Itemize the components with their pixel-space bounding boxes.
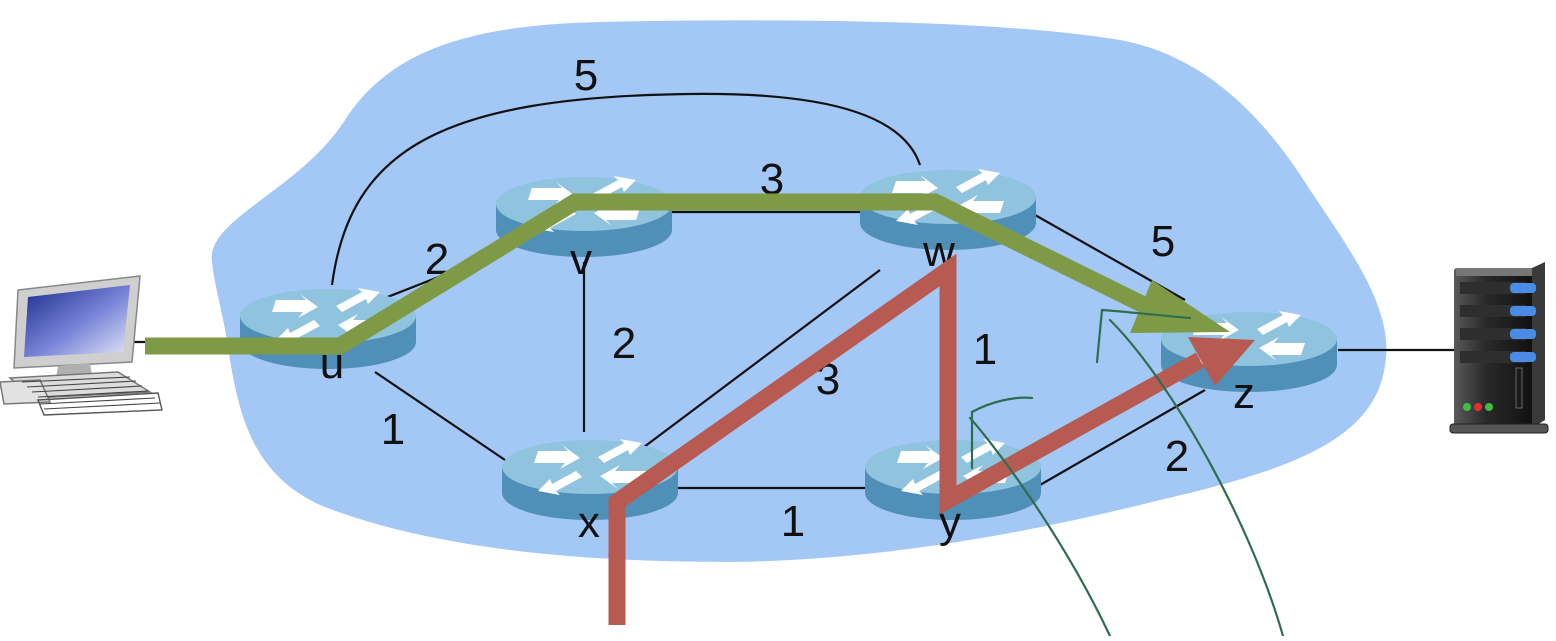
annotation-tick-2 [1095, 308, 1192, 364]
weight-x-y: 1 [781, 497, 805, 546]
green-path-arrowhead [1130, 280, 1230, 333]
link-weights: 5 2 1 3 2 3 1 5 1 2 [381, 51, 1189, 546]
link-u-w [330, 92, 922, 286]
red-path [608, 253, 1205, 625]
router-label-v: v [570, 235, 592, 284]
green-path [145, 193, 1154, 355]
link-w-x [639, 269, 881, 451]
server-icon [1449, 262, 1549, 434]
annotation-curve-1 [968, 416, 1112, 638]
weight-w-y: 1 [973, 325, 997, 374]
weight-w-z: 5 [1151, 217, 1175, 266]
weight-y-z: 2 [1165, 432, 1189, 481]
weight-v-x: 2 [612, 319, 636, 368]
router-label-x: x [578, 498, 600, 547]
router-arrows-icon [892, 169, 1004, 225]
link-u-x [374, 371, 506, 461]
annotation-curve-2 [1108, 318, 1285, 638]
network-cloud [211, 20, 1387, 563]
hand-annotations [968, 308, 1285, 638]
red-path-arrowhead [1188, 337, 1255, 386]
weight-u-w: 5 [574, 51, 598, 100]
router-label-z: z [1233, 369, 1255, 418]
annotation-tick-1 [970, 396, 1034, 470]
weight-u-x: 1 [381, 405, 405, 454]
laptop-icon [0, 275, 163, 416]
